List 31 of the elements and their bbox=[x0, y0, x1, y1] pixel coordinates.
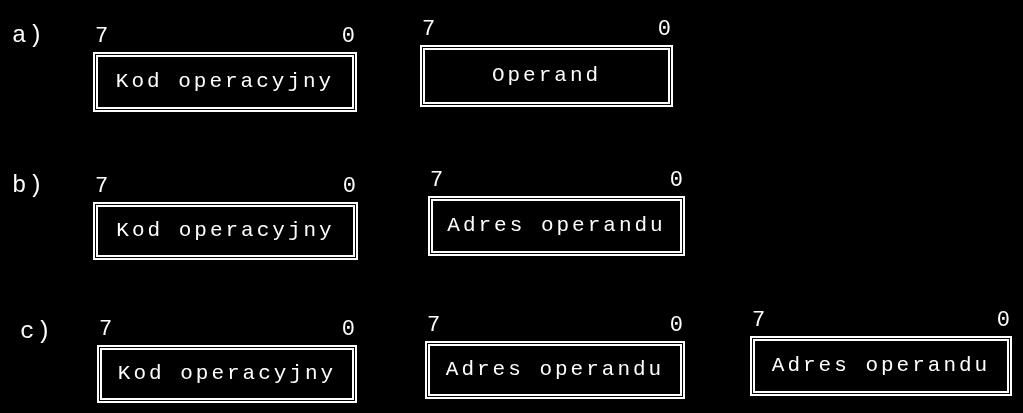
bit-number: 7 bbox=[99, 317, 113, 343]
register-field-box bbox=[420, 45, 673, 107]
bit-number: 7 bbox=[752, 308, 766, 334]
field-label: Adres operandu bbox=[447, 213, 666, 239]
register-field-box bbox=[425, 341, 685, 399]
bit-number: 0 bbox=[669, 313, 683, 339]
row-label: b) bbox=[12, 172, 45, 200]
row-label: c) bbox=[20, 318, 53, 346]
register-field-box bbox=[428, 196, 685, 256]
bit-number: 7 bbox=[95, 174, 109, 200]
bit-number: 0 bbox=[341, 24, 355, 50]
field-label: Operand bbox=[491, 63, 602, 89]
field-label: Adres operandu bbox=[445, 357, 665, 383]
field-label: Kod operacyjny bbox=[117, 361, 337, 387]
bit-number: 0 bbox=[669, 168, 683, 194]
field-label: Kod operacyjny bbox=[116, 218, 335, 244]
bit-number: 7 bbox=[430, 168, 444, 194]
field-label: Adres operandu bbox=[771, 353, 991, 379]
bit-number: 0 bbox=[996, 308, 1010, 334]
register-field-box bbox=[93, 52, 357, 112]
bit-number: 7 bbox=[422, 17, 436, 43]
bit-number: 0 bbox=[342, 174, 356, 200]
register-field-box bbox=[750, 336, 1012, 396]
bit-number: 0 bbox=[341, 317, 355, 343]
bit-number: 0 bbox=[657, 17, 671, 43]
bit-number: 7 bbox=[427, 313, 441, 339]
field-label: Kod operacyjny bbox=[115, 69, 335, 95]
register-field-box bbox=[97, 345, 357, 403]
row-label: a) bbox=[12, 22, 45, 50]
register-field-box bbox=[93, 202, 358, 260]
bit-number: 7 bbox=[95, 24, 109, 50]
